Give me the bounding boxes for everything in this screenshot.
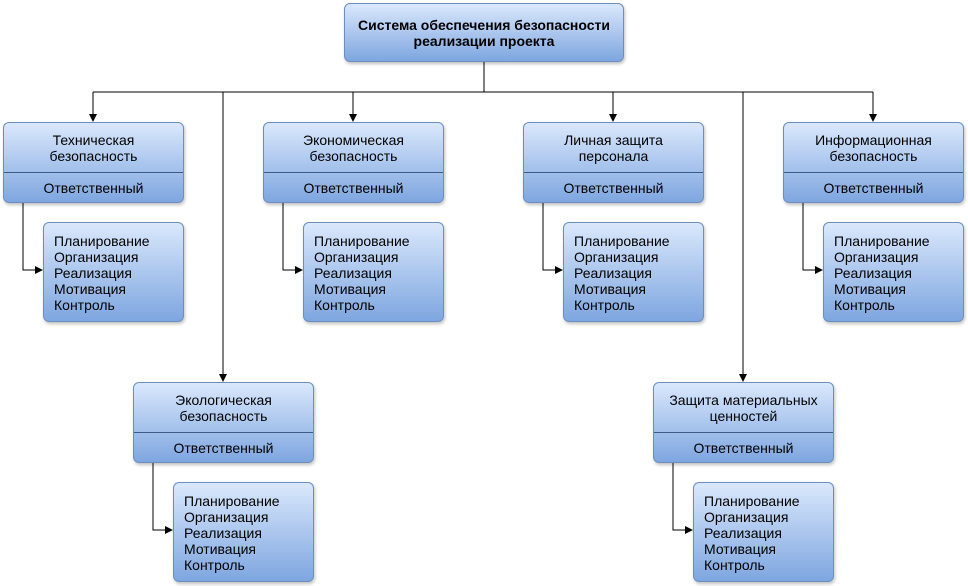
task-connector-4 — [152, 463, 173, 534]
dept-title: Экологическая безопасность — [134, 383, 313, 433]
dept-responsible: Ответственный — [563, 179, 664, 196]
dept-title: Информационная безопасность — [784, 123, 963, 173]
task-item: Планирование — [704, 493, 800, 509]
tasks-personnel: Планирование Организация Реализация Моти… — [563, 222, 704, 322]
task-item: Мотивация — [54, 281, 127, 297]
dept-personnel: Личная защита персонала Ответственный — [523, 122, 704, 203]
task-item: Контроль — [314, 297, 375, 313]
task-connector-3 — [802, 203, 823, 274]
task-item: Мотивация — [314, 281, 387, 297]
dept-responsible: Ответственный — [43, 179, 144, 196]
task-item: Организация — [314, 249, 399, 265]
task-item: Реализация — [54, 265, 132, 281]
task-item: Контроль — [54, 297, 115, 313]
task-item: Планирование — [834, 233, 930, 249]
task-item: Планирование — [54, 233, 150, 249]
task-item: Мотивация — [184, 541, 257, 557]
task-item: Организация — [704, 509, 789, 525]
root-title: Система обеспечения безопасности реализа… — [357, 16, 611, 49]
task-connector-0 — [22, 203, 43, 274]
task-item: Организация — [184, 509, 269, 525]
task-connector-5 — [672, 463, 693, 534]
task-item: Организация — [834, 249, 919, 265]
dept-title: Личная защита персонала — [524, 123, 703, 173]
task-item: Мотивация — [704, 541, 777, 557]
task-item: Реализация — [704, 525, 782, 541]
dept-responsible: Ответственный — [693, 439, 794, 456]
dept-responsible: Ответственный — [303, 179, 404, 196]
dept-technical: Техническая безопасность Ответственный — [3, 122, 184, 203]
tasks-ecological: Планирование Организация Реализация Моти… — [173, 482, 314, 582]
task-item: Мотивация — [574, 281, 647, 297]
tasks-information: Планирование Организация Реализация Моти… — [823, 222, 964, 322]
task-item: Мотивация — [834, 281, 907, 297]
task-item: Реализация — [184, 525, 262, 541]
task-connector-1 — [282, 203, 303, 274]
tasks-technical: Планирование Организация Реализация Моти… — [43, 222, 184, 322]
root-node: Система обеспечения безопасности реализа… — [344, 3, 624, 62]
dept-material: Защита материальных ценностей Ответствен… — [653, 382, 834, 463]
task-item: Контроль — [834, 297, 895, 313]
dept-information: Информационная безопасность Ответственны… — [783, 122, 964, 203]
task-item: Организация — [54, 249, 139, 265]
task-item: Планирование — [314, 233, 410, 249]
task-item: Реализация — [314, 265, 392, 281]
dept-ecological: Экологическая безопасность Ответственный — [133, 382, 314, 463]
task-item: Планирование — [184, 493, 280, 509]
task-item: Реализация — [574, 265, 652, 281]
task-item: Организация — [574, 249, 659, 265]
dept-title: Техническая безопасность — [4, 123, 183, 173]
task-item: Реализация — [834, 265, 912, 281]
task-connector-2 — [542, 203, 563, 274]
task-item: Контроль — [184, 557, 245, 573]
tasks-economic: Планирование Организация Реализация Моти… — [303, 222, 444, 322]
dept-title: Защита материальных ценностей — [654, 383, 833, 433]
task-item: Планирование — [574, 233, 670, 249]
dept-economic: Экономическая безопасность Ответственный — [263, 122, 444, 203]
tasks-material: Планирование Организация Реализация Моти… — [693, 482, 834, 582]
task-item: Контроль — [574, 297, 635, 313]
dept-title: Экономическая безопасность — [264, 123, 443, 173]
dept-responsible: Ответственный — [823, 179, 924, 196]
dept-responsible: Ответственный — [173, 439, 274, 456]
task-item: Контроль — [704, 557, 765, 573]
